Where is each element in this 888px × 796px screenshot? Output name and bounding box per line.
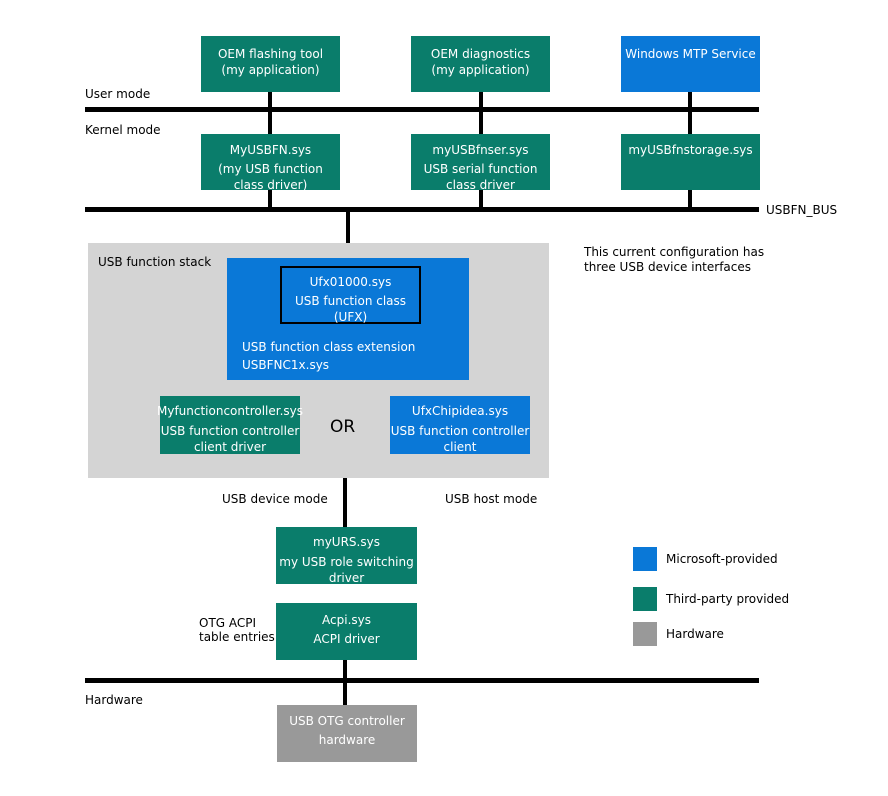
oem-diagnostics-box: OEM diagnostics (my application): [411, 36, 550, 92]
myurs-driver-box: myURS.sys my USB role switching driver: [276, 527, 417, 585]
oem-flashing-tool-box: OEM flashing tool (my application): [201, 36, 340, 92]
ufx-chipidea-name: UfxChipidea.sys: [411, 404, 509, 418]
connector-acpi-to-hw: [343, 660, 347, 707]
my-function-controller-box: Myfunctioncontroller.sys USB function co…: [156, 396, 304, 454]
my-function-controller-name: Myfunctioncontroller.sys: [156, 404, 304, 418]
usb-host-mode-label: USB host mode: [445, 492, 538, 506]
oem-flashing-tool-name: OEM flashing tool: [217, 47, 324, 61]
connector-bus-to-stack: [346, 210, 350, 258]
usb-device-mode-label: USB device mode: [222, 492, 328, 506]
otg-acpi-label-line2: table entries: [199, 630, 275, 644]
myusbfnser-driver-box: myUSBfnser.sys USB serial function class…: [411, 134, 550, 192]
myurs-driver-desc1: my USB role switching: [279, 555, 414, 569]
usb-function-class-extension-box: [227, 258, 469, 380]
myusbfn-driver-desc1: (my USB function: [218, 162, 323, 176]
acpi-driver-box: Acpi.sys ACPI driver: [276, 603, 417, 660]
ufx01000-box: Ufx01000.sys USB function class (UFX): [280, 266, 421, 324]
myusbfn-driver-box: MyUSBFN.sys (my USB function class drive…: [201, 134, 340, 192]
myusbfnser-driver-name: myUSBfnser.sys: [432, 143, 529, 157]
usb-otg-controller-name: USB OTG controller: [289, 714, 405, 728]
oem-diagnostics-name: OEM diagnostics: [430, 47, 531, 61]
myurs-driver-name: myURS.sys: [313, 535, 380, 549]
ufx-extension-file: USBFNC1x.sys: [242, 358, 330, 372]
my-function-controller-desc2: client driver: [193, 440, 267, 454]
usbfn-bus-line: [85, 207, 759, 212]
legend-microsoft-swatch: [633, 547, 657, 571]
myurs-driver-desc2: driver: [328, 571, 365, 585]
ufx-chipidea-desc1: USB function controller: [390, 424, 530, 438]
legend-hardware-label: Hardware: [666, 627, 724, 641]
connector-myusbfn: [268, 190, 272, 210]
myusbfnstorage-driver-name: myUSBfnstorage.sys: [628, 143, 753, 157]
ufx-chipidea-box: UfxChipidea.sys USB function controller …: [390, 396, 530, 454]
kernel-mode-label: Kernel mode: [85, 123, 161, 137]
otg-acpi-label-line1: OTG ACPI: [199, 616, 257, 630]
connector-stack-to-urs: [343, 460, 347, 528]
hardware-boundary-line: [85, 678, 759, 683]
windows-mtp-service-name: Windows MTP Service: [625, 47, 756, 61]
legend-microsoft-label: Microsoft-provided: [666, 552, 778, 566]
oem-flashing-tool-subtitle: (my application): [221, 63, 320, 77]
myusbfn-driver-desc2: class driver): [233, 178, 308, 192]
connector-mtp: [688, 92, 692, 134]
ufx-extension-desc: USB function class extension: [242, 340, 416, 354]
legend-hardware-swatch: [633, 622, 657, 646]
myusbfn-driver-name: MyUSBFN.sys: [229, 143, 312, 157]
myusbfnser-driver-desc1: USB serial function: [423, 162, 538, 176]
or-label: OR: [330, 417, 356, 437]
usb-function-stack-label: USB function stack: [98, 255, 212, 269]
my-function-controller-desc1: USB function controller: [160, 424, 300, 438]
usbfn-bus-label: USBFN_BUS: [766, 203, 838, 217]
windows-mtp-service-box: Windows MTP Service: [621, 36, 760, 92]
ufx01000-desc: USB function class (UFX): [294, 294, 407, 324]
legend-third-party-label: Third-party provided: [666, 592, 790, 606]
configuration-note-line2: three USB device interfaces: [584, 260, 752, 274]
oem-diagnostics-subtitle: (my application): [431, 63, 530, 77]
legend-third-party-swatch: [633, 587, 657, 611]
hardware-label: Hardware: [85, 693, 143, 707]
user-mode-label: User mode: [85, 87, 151, 101]
connector-myusbfnser: [479, 190, 483, 210]
configuration-note-line1: This current configuration has: [584, 245, 765, 259]
myusbfnstorage-driver-box: myUSBfnstorage.sys: [621, 134, 760, 190]
connector-myusbfnstorage: [688, 190, 692, 210]
myusbfnser-driver-desc2: class driver: [446, 178, 515, 192]
usb-otg-controller-desc: hardware: [318, 733, 376, 747]
acpi-driver-name: Acpi.sys: [322, 613, 371, 627]
acpi-driver-desc: ACPI driver: [313, 632, 380, 646]
connector-diagnostics: [479, 92, 483, 134]
ufx-chipidea-desc2: client: [443, 440, 477, 454]
user-kernel-boundary-line: [85, 107, 759, 112]
ufx01000-name: Ufx01000.sys: [309, 275, 392, 289]
connector-flashing: [268, 92, 272, 134]
usb-otg-controller-hardware-box: USB OTG controller hardware: [277, 705, 417, 762]
